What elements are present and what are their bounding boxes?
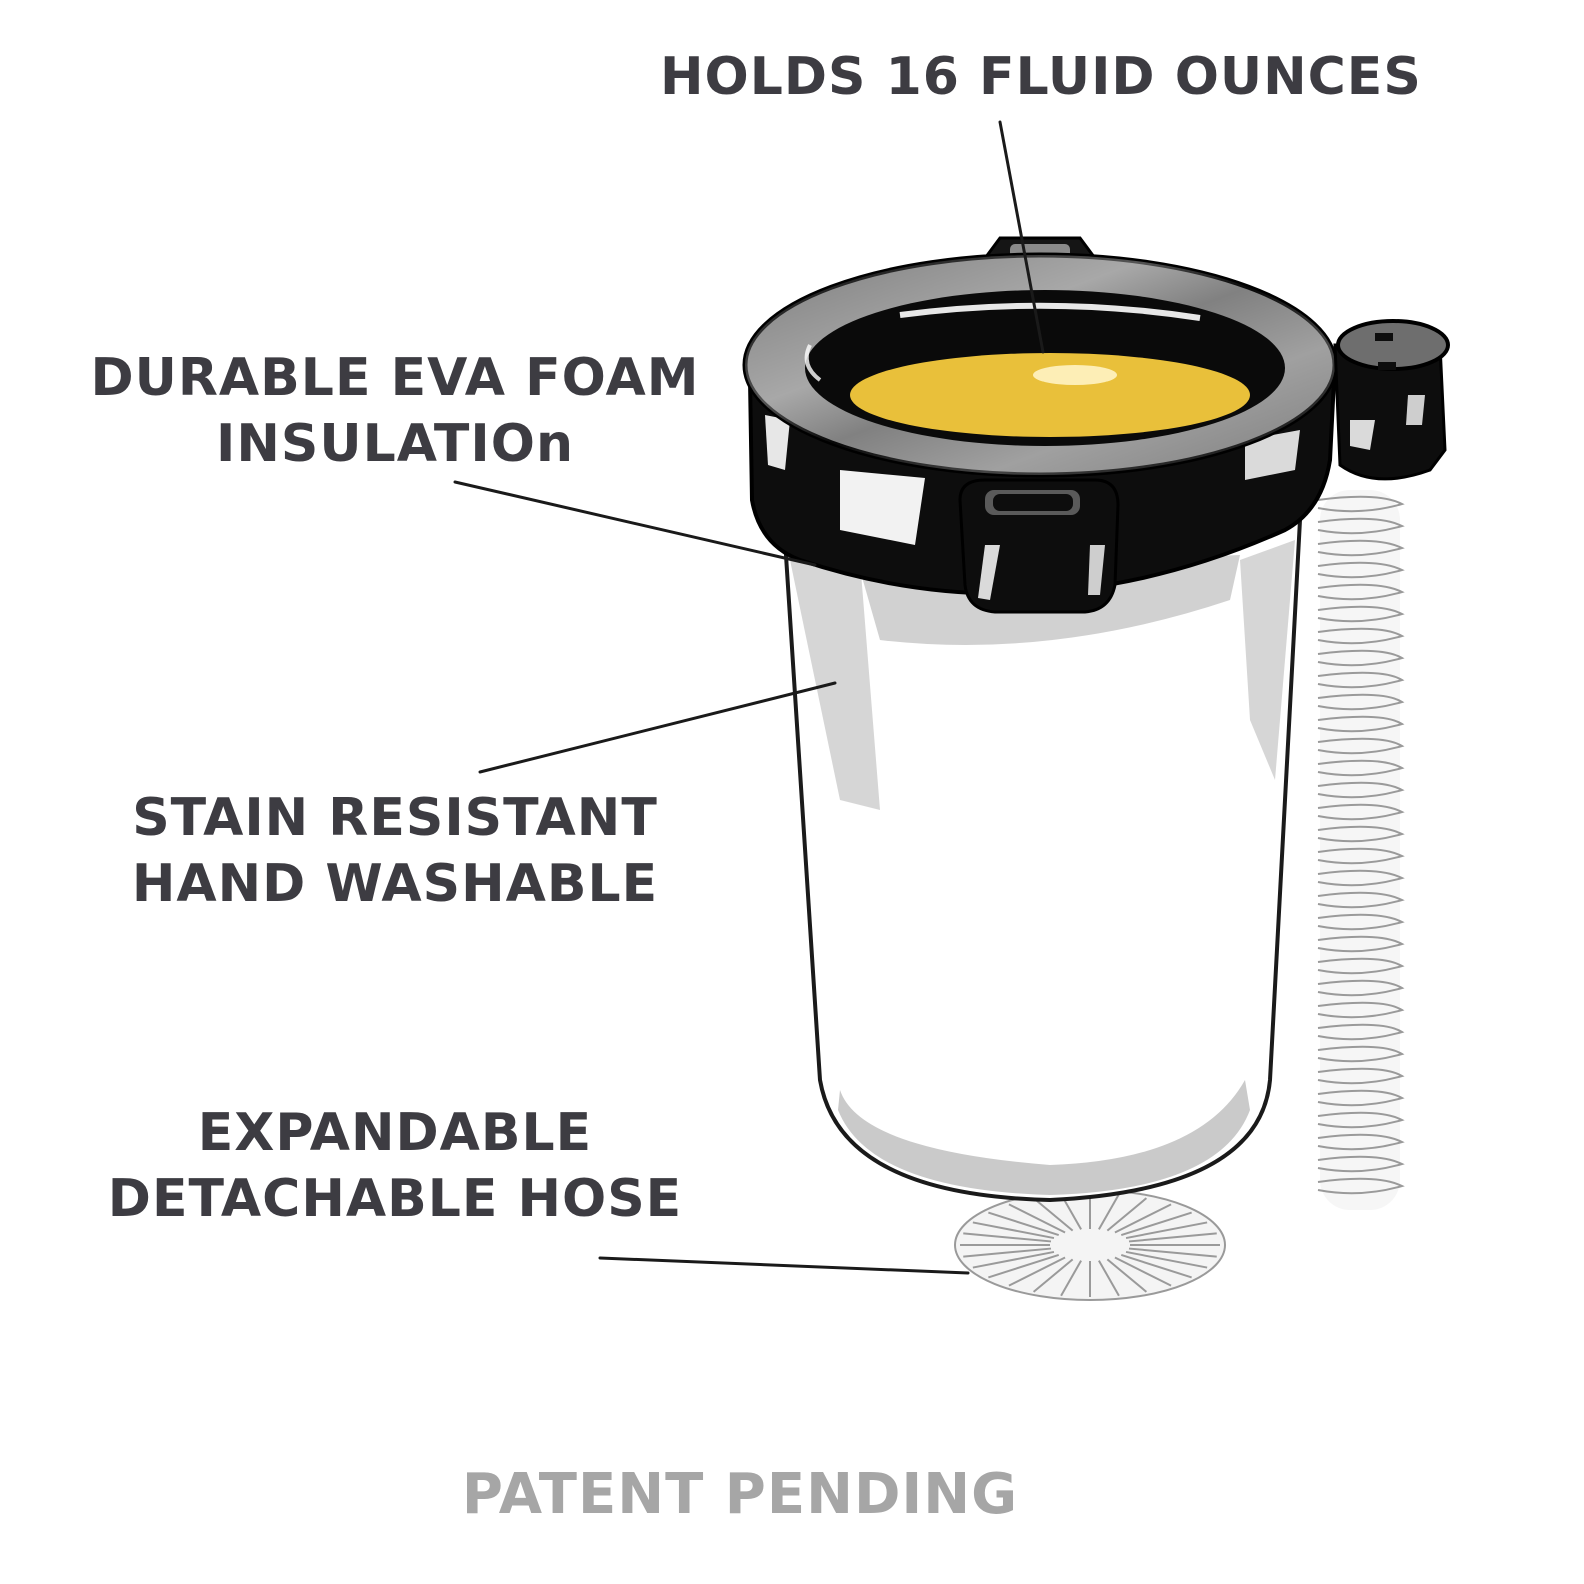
hose-ring [1317, 759, 1405, 777]
callout-hose: EXPANDABLE DETACHABLE HOSE [90, 1100, 700, 1232]
hose-coil-bottom [954, 1189, 1226, 1301]
hose-fold [1120, 1211, 1192, 1236]
hose-fold [1114, 1256, 1172, 1287]
hose-ring [1317, 561, 1405, 579]
hose-fold [963, 1247, 1052, 1258]
hose-ring [1317, 935, 1405, 953]
hose-ring [1317, 1089, 1405, 1107]
hose-fold [1098, 1193, 1120, 1230]
callout-material: STAIN RESISTANT HAND WASHABLE [115, 785, 675, 917]
hose-ring [1317, 1111, 1405, 1129]
leader-line-insulation [453, 480, 817, 567]
hose-fold [963, 1232, 1052, 1243]
hose-ring [1317, 803, 1405, 821]
callout-insulation: DURABLE EVA FOAM INSULATIOn [90, 345, 700, 477]
callout-capacity: HOLDS 16 FLUID OUNCES [660, 44, 1422, 110]
hose-ring [1317, 627, 1405, 645]
hose-ring [1317, 891, 1405, 909]
hose-ring [1317, 693, 1405, 711]
hose-fold [1120, 1254, 1192, 1279]
hose-ring [1317, 495, 1405, 513]
hose-coil-side [1317, 490, 1405, 1210]
hose-ring [1317, 1067, 1405, 1085]
callout-insulation-line-1: DURABLE EVA FOAM [90, 348, 700, 408]
hose-fold [1125, 1221, 1208, 1240]
hose-ring [1317, 539, 1405, 557]
hose-ring [1317, 517, 1405, 535]
hose-ring [1317, 649, 1405, 667]
hose-fold [988, 1211, 1060, 1236]
hose-fold [1128, 1247, 1217, 1258]
hose-ring [1317, 583, 1405, 601]
cup-collar [742, 236, 1338, 614]
hose-fold [1032, 1258, 1074, 1293]
hose-fold [1032, 1197, 1074, 1232]
hose-ring [1317, 737, 1405, 755]
leader-line-material [478, 681, 837, 774]
cup-body [782, 517, 1303, 1203]
hose-fold [972, 1250, 1055, 1269]
hose-ring [1317, 957, 1405, 975]
hose-fold [1008, 1203, 1066, 1234]
hose-ring [1317, 781, 1405, 799]
hose-ring [1317, 715, 1405, 733]
patent-pending-label: PATENT PENDING [461, 1462, 1019, 1527]
hose-fold [1060, 1260, 1082, 1297]
hose-ring [1317, 1155, 1405, 1173]
hose-ring [1317, 1045, 1405, 1063]
hose-fold [988, 1254, 1060, 1279]
leader-line-capacity [998, 120, 1045, 354]
hose-fold [1125, 1250, 1208, 1269]
hose-ring [1317, 1023, 1405, 1041]
hose-ring [1317, 605, 1405, 623]
callout-insulation-line-2: INSULATIOn [216, 414, 574, 474]
hose-fold [1106, 1197, 1148, 1232]
hose-fold [1008, 1256, 1066, 1287]
callout-material-line-2: HAND WASHABLE [131, 854, 659, 914]
hose-fold [1114, 1203, 1172, 1234]
hose-ring [1317, 847, 1405, 865]
leader-line-hose [598, 1256, 970, 1275]
hose-fold [972, 1221, 1055, 1240]
hose-ring [1317, 825, 1405, 843]
hose-ring [1317, 1177, 1405, 1195]
callout-capacity-line-1: HOLDS 16 FLUID OUNCES [660, 47, 1422, 107]
hose-ring [1317, 671, 1405, 689]
hose-ring [1317, 869, 1405, 887]
callout-hose-line-2: DETACHABLE HOSE [107, 1169, 683, 1229]
hose-ring [1317, 979, 1405, 997]
hose-ring [1317, 913, 1405, 931]
callout-material-line-1: STAIN RESISTANT [132, 788, 658, 848]
hose-ring [1317, 1001, 1405, 1019]
hose-clip-cap [1333, 319, 1450, 481]
hose-fold [1128, 1232, 1217, 1243]
hose-ring [1317, 1133, 1405, 1151]
callout-hose-line-1: EXPANDABLE [197, 1103, 593, 1163]
hose-fold [1106, 1258, 1148, 1293]
hose-fold [1098, 1260, 1120, 1297]
